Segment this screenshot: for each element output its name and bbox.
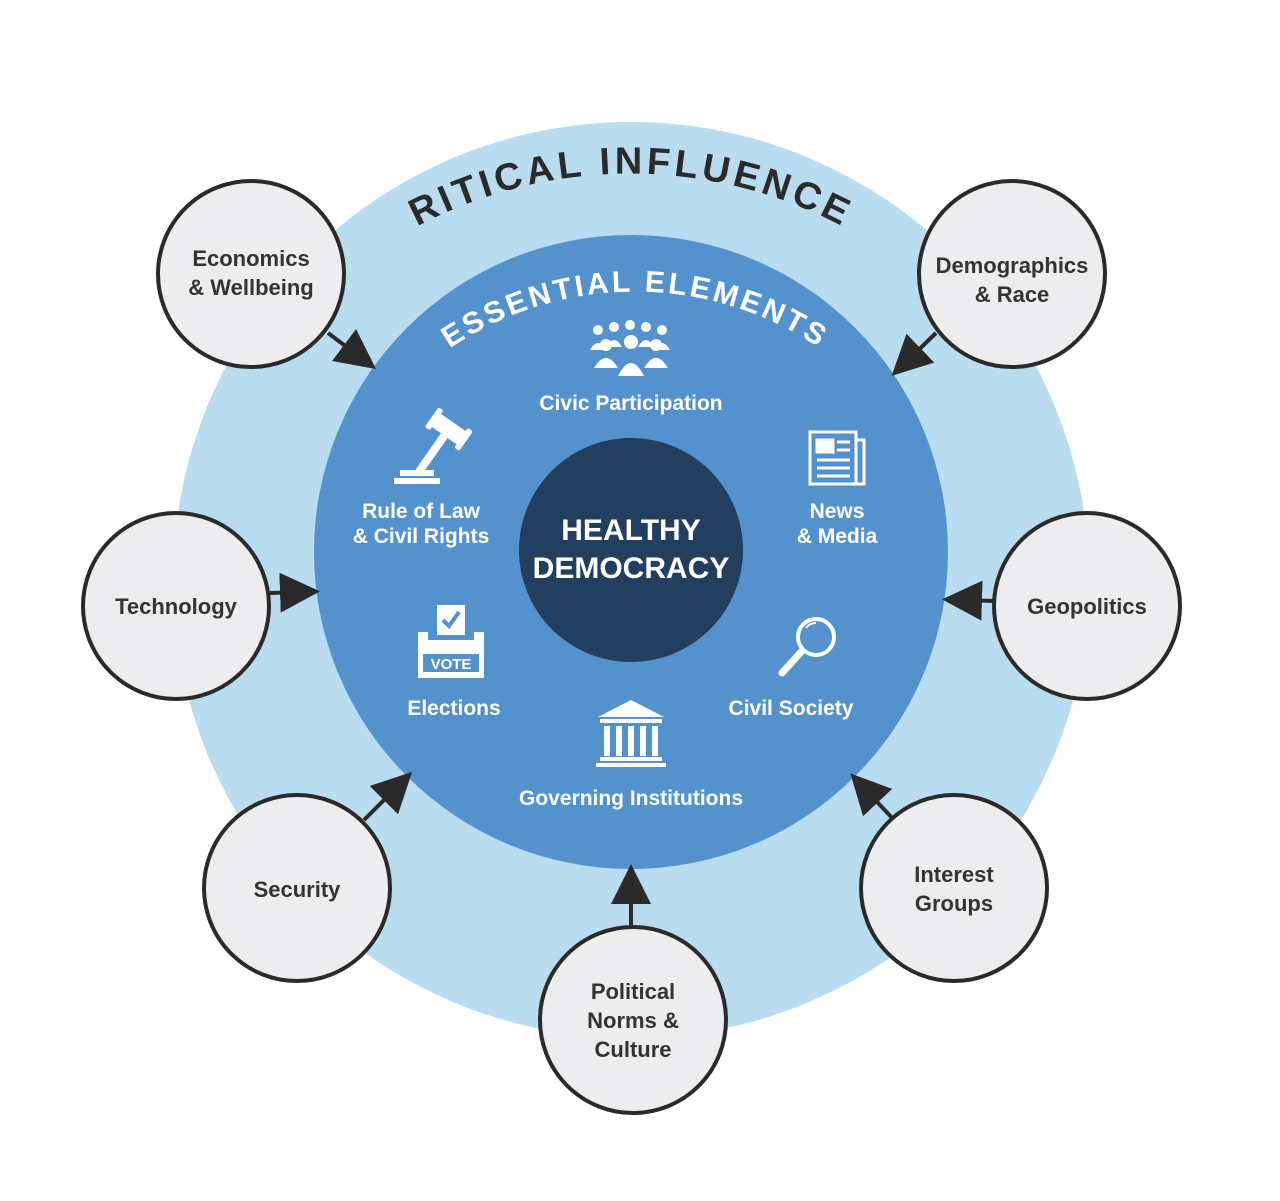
technology-label: Technology: [115, 594, 238, 619]
vote-label: VOTE: [431, 656, 472, 673]
interest-groups-label-2: Groups: [915, 891, 993, 916]
arrow-demographics: [891, 331, 938, 376]
people-icon: [590, 320, 670, 376]
demographics-label-1: Demographics: [936, 253, 1089, 278]
political-label-2: Norms &: [587, 1008, 679, 1033]
influence-geopolitics: Geopolitics: [992, 511, 1182, 701]
news-media-label-1: News: [810, 500, 865, 523]
center-line-2: DEMOCRACY: [533, 552, 730, 585]
influence-political-norms: Political Norms & Culture: [538, 925, 728, 1115]
influence-security: Security: [202, 793, 392, 983]
influence-arrows: [269, 329, 996, 925]
influence-interest-groups: Interest Groups: [859, 793, 1049, 983]
gavel-icon: [394, 408, 473, 484]
political-label-3: Culture: [595, 1037, 672, 1062]
rule-of-law-label-2: & Civil Rights: [353, 525, 490, 548]
newspaper-icon: [808, 430, 866, 486]
geopolitics-label: Geopolitics: [1027, 594, 1147, 619]
elections-label: Elections: [407, 697, 500, 720]
rule-of-law-label-1: Rule of Law: [362, 500, 481, 523]
arrow-geopolitics: [942, 580, 996, 621]
arrow-technology: [269, 572, 320, 613]
governing-institutions-label: Governing Institutions: [519, 787, 743, 810]
healthy-democracy-core: [519, 438, 743, 662]
government-building-icon: [596, 700, 666, 767]
arrow-interest-groups: [850, 773, 896, 822]
interest-groups-label-1: Interest: [914, 862, 994, 887]
ballot-box-icon: [418, 605, 484, 678]
influence-economics: Economics & Wellbeing: [156, 179, 346, 369]
arrow-security: [362, 771, 413, 822]
economics-label-2: & Wellbeing: [188, 275, 314, 300]
influence-demographics: Demographics & Race: [917, 179, 1107, 369]
influence-technology: Technology: [81, 511, 271, 701]
magnifier-icon: [778, 617, 836, 677]
demographics-label-2: & Race: [975, 282, 1050, 307]
news-media-label-2: & Media: [797, 525, 878, 548]
civic-participation-label: Civic Participation: [539, 392, 722, 415]
economics-label-1: Economics: [192, 246, 309, 271]
civil-society-label: Civil Society: [729, 697, 854, 720]
security-label: Security: [254, 877, 342, 902]
arrow-economics: [326, 329, 376, 369]
political-label-1: Political: [591, 979, 675, 1004]
center-line-1: HEALTHY: [561, 514, 700, 547]
